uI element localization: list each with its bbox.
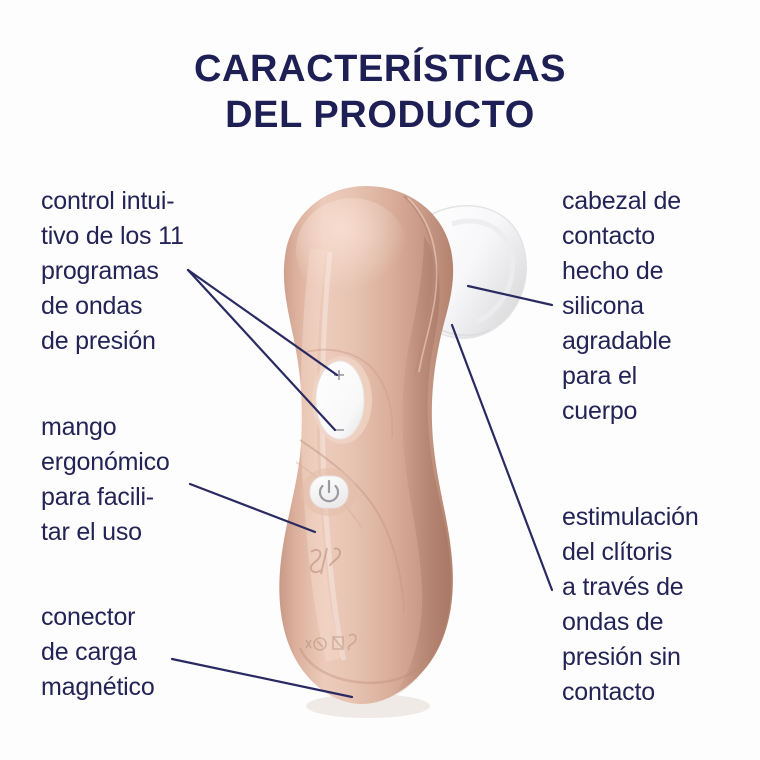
callout-line: programas [41,257,159,285]
callout-line: de carga [41,638,137,666]
callout-cabezal-de-contacto: cabezal de contacto hecho de silicona ag… [562,184,681,429]
callout-line: silicona [562,292,644,320]
callout-line: de ondas [41,292,143,320]
callout-line: ergonómico [41,448,170,476]
callout-line: ondas de [562,608,664,636]
callout-conector-de-carga: conector de carga magnético [41,600,155,705]
callout-line: cuerpo [562,397,638,425]
intensity-oval-button[interactable] [312,356,372,444]
callout-line: para el [562,362,638,390]
body-seam-line [403,195,436,373]
callout-line: estimulación [562,503,699,531]
device-body [279,186,454,704]
compliance-icons-emboss [305,633,357,651]
page-title-line-1: CARACTERÍSTICAS [193,48,567,90]
callout-line: agradable [562,327,672,355]
callout-line: presión sin [562,643,681,671]
product-shadow [306,694,430,718]
callout-line: contacto [562,222,655,250]
brand-logo-emboss [309,547,342,575]
callout-estimulacion-clitoris: estimulación del clítoris a través de on… [562,500,699,710]
callout-line: a través de [562,573,684,601]
callout-line: para facili- [41,483,154,511]
callout-line: magnético [41,673,155,701]
page-title-line-2: DEL PRODUCTO [225,94,535,136]
callout-line: hecho de [562,257,664,285]
callout-line: tar el uso [41,518,142,546]
callout-line: contacto [562,678,655,706]
power-icon [318,479,340,503]
callout-line: cabezal de [562,187,681,215]
callout-control-intuitivo: control intui- tivo de los 11 programas … [41,184,184,359]
callout-line: conector [41,603,136,631]
callout-line: del clítoris [562,538,673,566]
page-title: CARACTERÍSTICAS DEL PRODUCTO [0,46,760,138]
callout-mango-ergonomico: mango ergonómico para facili- tar el uso [41,410,170,550]
callout-line: mango [41,413,117,441]
callout-line: control intui- [41,187,175,215]
callout-line: de presión [41,327,156,355]
power-button[interactable] [301,468,357,516]
callout-line: tivo de los 11 [41,222,184,250]
